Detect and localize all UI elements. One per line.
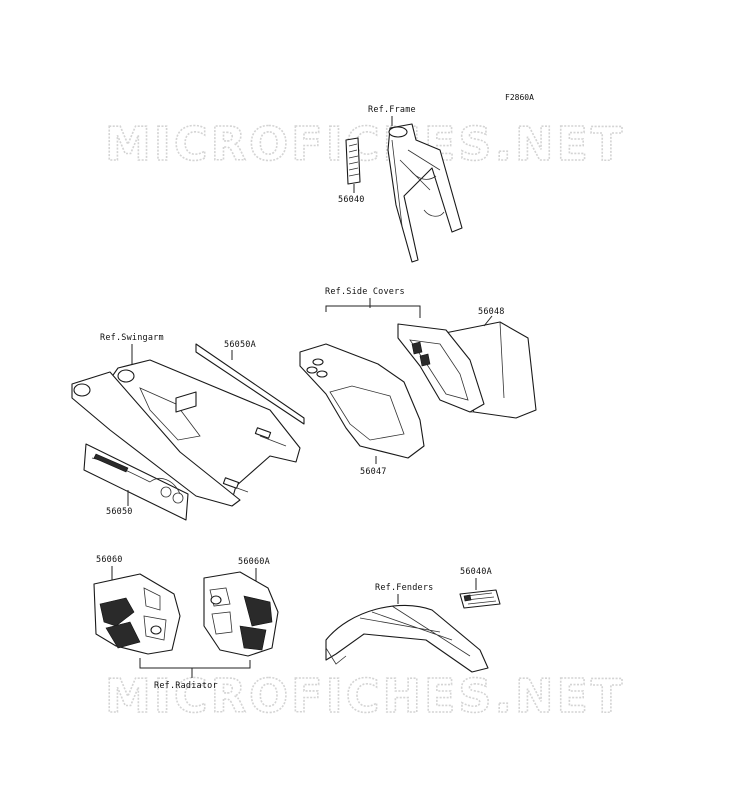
radiator-shroud-left <box>93 573 181 655</box>
part-56048-label: 56048 <box>478 307 505 317</box>
watermark-bottom: MICROFICHES.NET <box>105 669 625 723</box>
diagram-code: F2860A <box>505 93 534 102</box>
side-cover-right <box>397 321 537 419</box>
part-56040A-decal <box>459 589 501 609</box>
ref-side-covers-label: Ref.Side Covers <box>325 287 405 297</box>
part-56040-decal <box>345 137 361 185</box>
ref-radiator-label: Ref.Radiator <box>154 681 218 691</box>
radiator-shroud-right <box>203 571 279 657</box>
frame-illustration <box>387 123 463 263</box>
watermark-top: MICROFICHES.NET <box>105 117 625 171</box>
part-56047-label: 56047 <box>360 467 387 477</box>
part-56050A-decal <box>195 343 305 425</box>
part-56050-label: 56050 <box>106 507 133 517</box>
front-fender-illustration <box>325 604 489 673</box>
part-56050-decal <box>83 443 189 521</box>
part-56060-label: 56060 <box>96 555 123 565</box>
ref-swingarm-label: Ref.Swingarm <box>100 333 164 343</box>
part-56040-label: 56040 <box>338 195 365 205</box>
part-56040A-label: 56040A <box>460 567 492 577</box>
swingarm-illustration <box>71 359 301 507</box>
part-56050A-label: 56050A <box>224 340 256 350</box>
ref-fenders-label: Ref.Fenders <box>375 583 434 593</box>
part-56060A-label: 56060A <box>238 557 270 567</box>
side-cover-left <box>299 343 425 459</box>
ref-frame-label: Ref.Frame <box>368 105 416 115</box>
